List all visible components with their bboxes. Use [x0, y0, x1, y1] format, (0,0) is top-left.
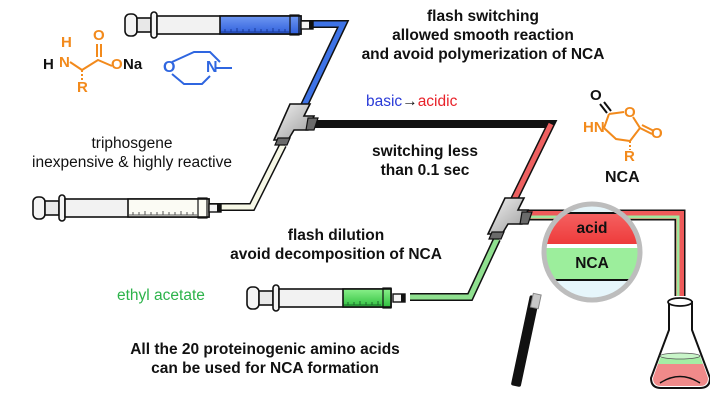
nca-ketone-o: O: [651, 125, 663, 142]
switching-time-line-1: switching less: [372, 143, 478, 160]
nca-r-group: R: [624, 148, 635, 165]
magnifier-nca-label: NCA: [575, 255, 609, 272]
switching-time-note: switching less than 0.1 sec: [350, 143, 500, 181]
aa-ona-o: O: [111, 56, 123, 73]
scope-note: All the 20 proteinogenic amino acids can…: [115, 341, 415, 379]
magnifier-handle: [511, 295, 540, 387]
syringe-base[interactable]: [124, 11, 314, 39]
arrow-icon: →: [402, 93, 418, 110]
flash-dilution-line-1: flash dilution: [287, 227, 385, 244]
nca-structure: [599, 101, 655, 150]
nca-carbonyl-o: O: [590, 87, 602, 104]
magnifier-acid-label: acid: [576, 220, 608, 237]
flash-dilution-line-2: avoid decomposition of NCA: [230, 245, 442, 263]
aa-carbonyl-o: O: [93, 27, 105, 44]
ph-switch-label: basic→acidic: [366, 93, 457, 112]
triphosgene-name: triphosgene: [91, 135, 173, 152]
syringe-ethyl-acetate[interactable]: [246, 284, 406, 312]
magnifier-lens: [541, 201, 643, 303]
basic-label: basic: [366, 93, 403, 110]
nca-layer: [544, 248, 640, 280]
flash-switching-line-2: allowed smooth reaction: [392, 26, 574, 44]
n-methylmorpholine-structure: [171, 51, 232, 85]
mixer-2: [486, 197, 533, 240]
flash-switching-line-3: and avoid polymerization of NCA: [361, 45, 605, 63]
morpholine-n: N: [206, 59, 218, 76]
flash-dilution-note: flash dilution avoid decomposition of NC…: [216, 227, 456, 265]
syringe-triphosgene[interactable]: [32, 194, 222, 222]
tube-ethyl-acetate: [410, 237, 501, 301]
nca-product-label: NCA: [605, 169, 640, 186]
triphosgene-label: triphosgene inexpensive & highly reactiv…: [12, 135, 252, 173]
aa-nh-h-label: H: [61, 34, 72, 51]
nca-hn: HN: [583, 119, 605, 136]
erlenmeyer-flask: [649, 297, 710, 389]
mixer-1: [272, 103, 319, 146]
morpholine-o: O: [163, 59, 176, 76]
magnifier: [511, 201, 643, 387]
ethyl-acetate-label: ethyl acetate: [117, 287, 205, 304]
scope-line-2: can be used for NCA formation: [151, 359, 379, 377]
amino-acid-salt-structure: [69, 44, 113, 80]
aa-n-label: N: [59, 54, 70, 71]
aa-h-label: H: [43, 56, 54, 73]
tube-base: [292, 20, 350, 116]
flash-switching-line-1: flash switching: [427, 8, 539, 25]
triphosgene-note: inexpensive & highly reactive: [32, 153, 232, 171]
acidic-label: acidic: [417, 93, 458, 110]
aa-r-group: R: [77, 79, 88, 96]
scope-line-1: All the 20 proteinogenic amino acids: [130, 341, 400, 358]
aa-na: Na: [123, 56, 143, 73]
nca-ring-o: O: [624, 104, 636, 121]
switching-time-line-2: than 0.1 sec: [380, 161, 470, 179]
flash-switching-note: flash switching allowed smooth reaction …: [348, 8, 618, 65]
